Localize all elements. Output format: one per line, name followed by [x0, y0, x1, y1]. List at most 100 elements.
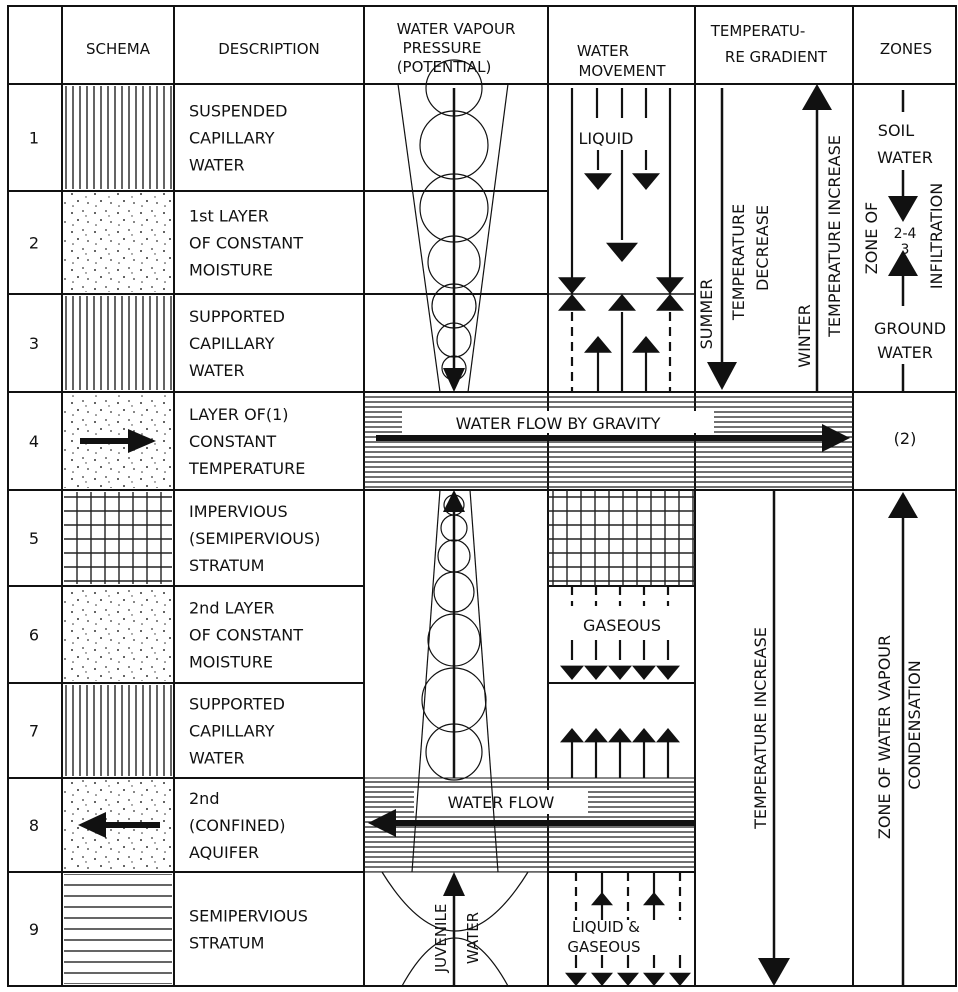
movement-arrow-up [608, 728, 632, 743]
zones-3: 3 [901, 242, 910, 258]
temp-increase-arrow-head [758, 958, 790, 986]
header-zones: ZONES [880, 40, 932, 58]
row-description-9: SEMIPERVIOUS [189, 907, 308, 926]
zones-arrows [888, 90, 918, 986]
header-schema: SCHEMA [86, 40, 151, 58]
vapour-arrow-upper-head [443, 368, 465, 392]
movement-arrow-down [591, 972, 613, 986]
movement-arrow-down [632, 173, 660, 190]
winter-label: WINTER [795, 304, 814, 368]
zones-condensation-2: CONDENSATION [905, 660, 924, 789]
zones-infiltration: INFILTRATION [927, 183, 946, 289]
schema-cell-9 [64, 874, 172, 984]
row-description-8: AQUIFER [189, 843, 259, 862]
summer-arrow-head [707, 362, 737, 390]
juvenile-water-label: WATER [464, 912, 482, 964]
movement-arrow-up [591, 892, 613, 906]
juvenile-label: JUVENILE [432, 904, 450, 974]
aquifer-arrow-head [368, 809, 396, 837]
temperature-gradient-column [707, 84, 832, 986]
row-description-3: CAPILLARY [189, 334, 275, 353]
row-description-8: (CONFINED) [189, 816, 286, 835]
zones-condensation-1: ZONE OF WATER VAPOUR [875, 635, 894, 839]
row-description-6: MOISTURE [189, 653, 273, 672]
movement-arrow-up [632, 728, 656, 743]
schema-flow-arrow-left [78, 812, 106, 838]
zones-up-arrow [888, 250, 918, 276]
row-description-3: WATER [189, 361, 245, 380]
winter-arrow-head [802, 84, 832, 110]
row-number-9: 9 [29, 920, 39, 939]
movement-arrow-down [617, 972, 639, 986]
row-description-5: IMPERVIOUS [189, 502, 288, 521]
movement-arrow-down [656, 277, 684, 294]
movement-arrow-up [560, 728, 584, 743]
zones-row4: (2) [894, 429, 917, 448]
schema-cell-1 [64, 86, 172, 189]
row-description-1: WATER [189, 156, 245, 175]
aquifer-flow-label: WATER FLOW [448, 793, 555, 812]
schema-cell-3 [64, 296, 172, 390]
movement-arrow-up [643, 892, 665, 906]
header-vapour-2: PRESSURE [403, 39, 482, 57]
movement-arrow-up [584, 336, 612, 353]
row-description-1: SUSPENDED [189, 102, 288, 121]
row-number-7: 7 [29, 722, 39, 741]
row-description-1: CAPILLARY [189, 129, 275, 148]
row-description-7: WATER [189, 749, 245, 768]
header-gradient-1: TEMPERATU- [710, 22, 806, 40]
zones-down-arrow [888, 196, 918, 222]
row-number-2: 2 [29, 234, 39, 253]
row-number-4: 4 [29, 432, 39, 451]
movement-arrow-down [608, 665, 632, 680]
row-number-6: 6 [29, 626, 39, 645]
row-description-2: 1st LAYER [189, 207, 269, 226]
movement-arrow-down [584, 665, 608, 680]
header-gradient-2: RE GRADIENT [725, 48, 828, 66]
movement-arrow-up [656, 728, 680, 743]
row-description-5: STRATUM [189, 556, 264, 575]
schema-flow-arrow-right [128, 429, 156, 453]
movement-arrow-down [632, 665, 656, 680]
temp-increase-lower-label: TEMPERATURE INCREASE [751, 627, 770, 830]
row-description-5: (SEMIPERVIOUS) [189, 529, 320, 548]
movement-arrow-down [558, 277, 586, 294]
header-row: SCHEMA DESCRIPTION WATER VAPOUR PRESSURE… [86, 20, 932, 80]
water-movement-column [548, 88, 695, 986]
temp-decrease-label-1: TEMPERATURE [729, 204, 748, 321]
aquifer-flow-band: WATER FLOW [363, 777, 696, 873]
schema-flow-arrow-shaft [80, 438, 130, 444]
condensation-up-arrow [888, 492, 918, 518]
header-movement-2: MOVEMENT [578, 62, 666, 80]
schema-column [64, 86, 172, 984]
schema-cell-7 [64, 685, 172, 776]
zones-row4-label: (2) [894, 429, 917, 448]
row-description-6: OF CONSTANT [189, 626, 303, 645]
header-description: DESCRIPTION [218, 40, 320, 58]
row-description-6: 2nd LAYER [189, 599, 275, 618]
movement-gaseous-label: GASEOUS [583, 616, 661, 635]
row-description-4: CONSTANT [189, 432, 276, 451]
row-number-8: 8 [29, 816, 39, 835]
zones-zone-of: ZONE OF [862, 202, 881, 275]
gravity-flow-band: WATER FLOW BY GRAVITY [363, 391, 854, 491]
movement-arrow-down [669, 972, 691, 986]
gravity-arrow-head [822, 424, 850, 452]
movement-liquid-gaseous-1: LIQUID & [572, 918, 640, 936]
row-number-5: 5 [29, 529, 39, 548]
movement-arrow-up [608, 294, 636, 311]
row-descriptions: SUSPENDED CAPILLARY WATER 1st LAYER OF CONST… [188, 102, 320, 953]
row-description-7: SUPPORTED [189, 695, 285, 714]
row-description-2: OF CONSTANT [189, 234, 303, 253]
zones-soil: SOIL [878, 121, 914, 140]
zones-soil-water: WATER [877, 148, 933, 167]
zones-ground: GROUND [874, 319, 946, 338]
summer-label: SUMMER [697, 279, 716, 350]
movement-arrow-down [656, 665, 680, 680]
zones-column: SOIL WATER GROUND WATER 2-4 3 ZONE OF IN… [862, 121, 946, 839]
row-description-4: TEMPERATURE [188, 459, 305, 478]
header-vapour-1: WATER VAPOUR [397, 20, 516, 38]
